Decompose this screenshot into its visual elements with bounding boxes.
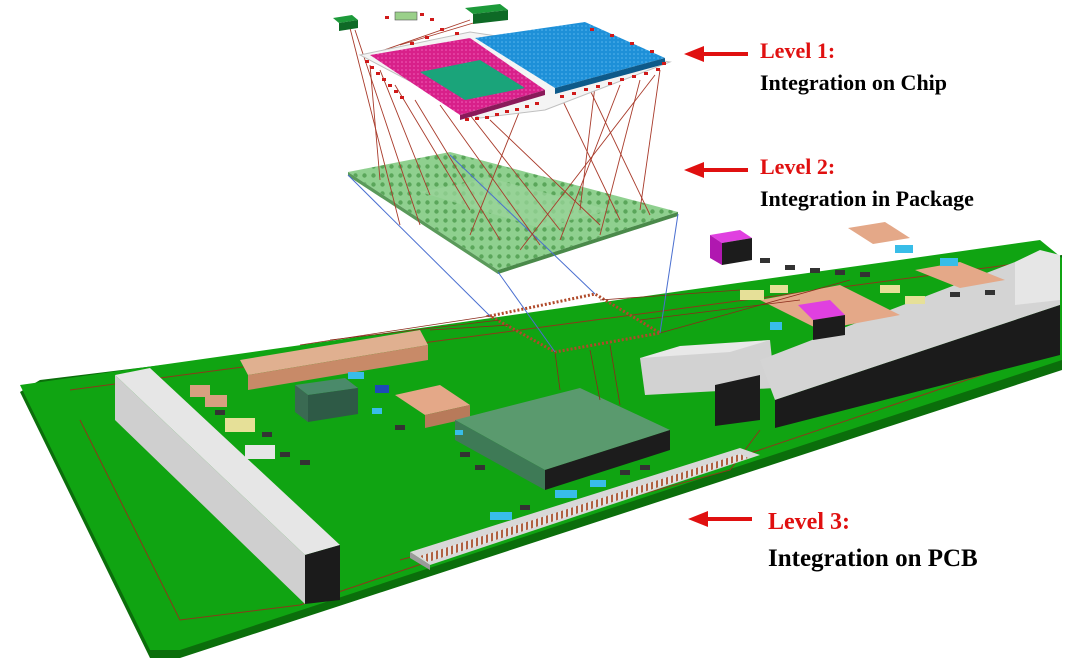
package-leads bbox=[347, 154, 679, 353]
level-3-title: Level 3: bbox=[768, 509, 850, 535]
blue-die bbox=[475, 22, 665, 88]
level-3-description: Integration on PCB bbox=[768, 545, 978, 572]
bottom-connector bbox=[410, 448, 760, 570]
package-substrate bbox=[348, 152, 678, 274]
level-1-title: Level 1: bbox=[760, 38, 836, 63]
level-1-arrow bbox=[684, 46, 748, 62]
level-2-arrow bbox=[684, 162, 748, 178]
die-pads bbox=[365, 28, 666, 121]
main-chip-top bbox=[455, 388, 670, 470]
green-core bbox=[420, 60, 525, 100]
board-routing bbox=[299, 279, 851, 406]
chip-discrete-parts bbox=[333, 4, 508, 31]
level-1-description: Integration on Chip bbox=[760, 70, 948, 95]
chip-die bbox=[358, 22, 672, 121]
level-2-title: Level 2: bbox=[760, 154, 836, 179]
level-2-description: Integration in Package bbox=[760, 186, 974, 211]
level-3-arrow bbox=[688, 511, 752, 527]
left-connector bbox=[115, 368, 340, 604]
board-components bbox=[190, 222, 1005, 520]
